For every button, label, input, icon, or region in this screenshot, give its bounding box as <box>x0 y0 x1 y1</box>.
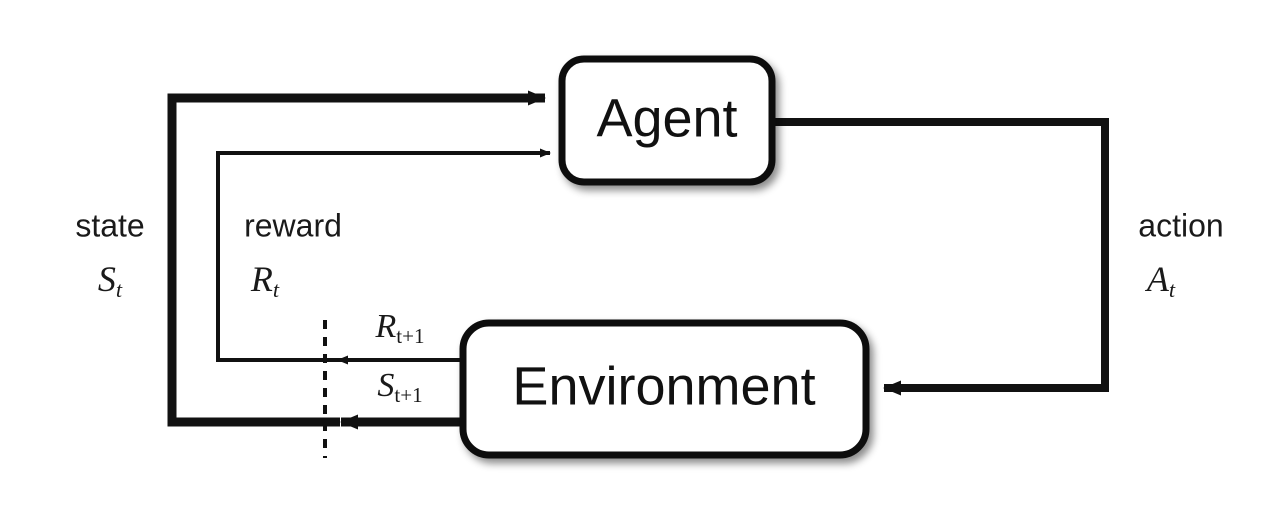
edge-reward <box>216 148 551 362</box>
label-reward: reward Rt <box>244 207 342 302</box>
reward-symbol-base: R <box>250 259 273 299</box>
state-symbol: St <box>98 259 123 302</box>
action-word: action <box>1138 207 1223 243</box>
action-symbol-base: A <box>1145 259 1170 299</box>
action-arrow-path <box>772 118 1109 396</box>
edge-action <box>772 118 1109 396</box>
state-symbol-subscript: t <box>116 277 123 302</box>
reward-next-symbol: Rt+1 <box>374 308 424 348</box>
state-arrow-path <box>167 90 546 427</box>
state-symbol-base: S <box>98 259 116 299</box>
node-agent[interactable]: Agent <box>558 55 776 186</box>
agent-box[interactable] <box>558 55 776 186</box>
state-next-symbol: St+1 <box>377 367 422 407</box>
label-reward-next: Rt+1 <box>374 308 424 348</box>
agent-label: Agent <box>596 88 737 148</box>
node-environment[interactable]: Environment <box>459 319 870 459</box>
environment-box[interactable] <box>459 319 870 459</box>
environment-label: Environment <box>512 356 815 416</box>
state-word: state <box>75 207 144 243</box>
reward-arrow-path <box>216 148 551 362</box>
label-state-next: St+1 <box>377 367 422 407</box>
edge-state <box>167 90 546 427</box>
action-symbol: At <box>1145 259 1176 302</box>
reward-symbol-subscript: t <box>273 277 280 302</box>
label-action: action At <box>1138 207 1223 302</box>
action-symbol-subscript: t <box>1169 277 1176 302</box>
reward-symbol: Rt <box>250 259 280 302</box>
reward-next-subscript: t+1 <box>396 324 424 348</box>
state-next-base: S <box>377 367 394 404</box>
state-next-subscript: t+1 <box>394 383 422 407</box>
reward-next-base: R <box>374 308 396 345</box>
reward-word: reward <box>244 207 342 243</box>
label-state: state St <box>75 207 144 302</box>
